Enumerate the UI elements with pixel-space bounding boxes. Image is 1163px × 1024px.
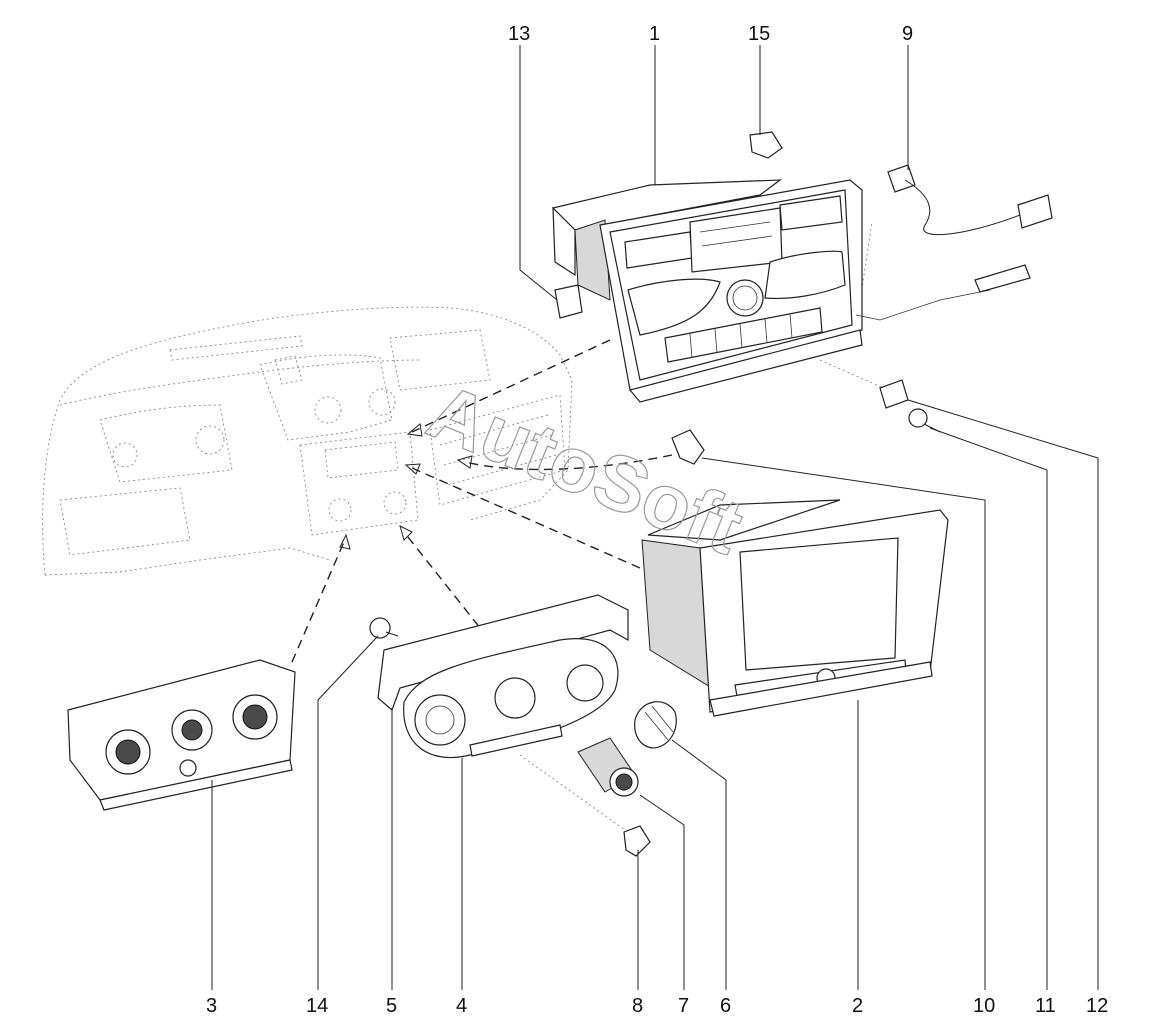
watermark-text: AutoSoft — [417, 366, 755, 571]
heater-control-panel — [67, 659, 296, 811]
callout-2: 2 — [852, 995, 863, 1017]
callout-1: 1 — [649, 23, 660, 45]
screw-11 — [908, 408, 928, 428]
callout-15: 15 — [748, 23, 770, 45]
callout-4: 4 — [456, 995, 467, 1017]
assembly-arrows — [291, 221, 889, 663]
screw-14 — [369, 617, 391, 639]
antenna-adapter-cable — [887, 164, 1053, 236]
clip-12 — [879, 379, 909, 409]
clip-15 — [749, 131, 783, 159]
dashboard-outline — [42, 306, 573, 576]
callout-13: 13 — [508, 23, 530, 45]
callout-3: 3 — [206, 995, 217, 1017]
bracket-13 — [554, 284, 583, 319]
callout-labels: 13 1 15 9 3 14 5 4 8 7 6 2 10 11 12 — [206, 23, 1108, 1017]
callout-9: 9 — [902, 23, 913, 45]
leader-lines — [211, 45, 1099, 990]
callout-10: 10 — [973, 995, 995, 1017]
screw-10 — [671, 429, 705, 465]
display-unit — [641, 499, 949, 717]
knob-8 — [623, 825, 651, 857]
callout-6: 6 — [720, 995, 731, 1017]
callout-11: 11 — [1035, 995, 1056, 1017]
callout-8: 8 — [632, 995, 643, 1017]
callout-12: 12 — [1086, 995, 1108, 1017]
callout-14: 14 — [306, 995, 328, 1017]
knobs — [519, 701, 677, 857]
trim-panel-assembly — [369, 594, 629, 759]
callout-7: 7 — [678, 995, 689, 1017]
callout-5: 5 — [386, 995, 397, 1017]
radio-head-unit — [551, 179, 1031, 403]
fittings — [554, 131, 941, 465]
